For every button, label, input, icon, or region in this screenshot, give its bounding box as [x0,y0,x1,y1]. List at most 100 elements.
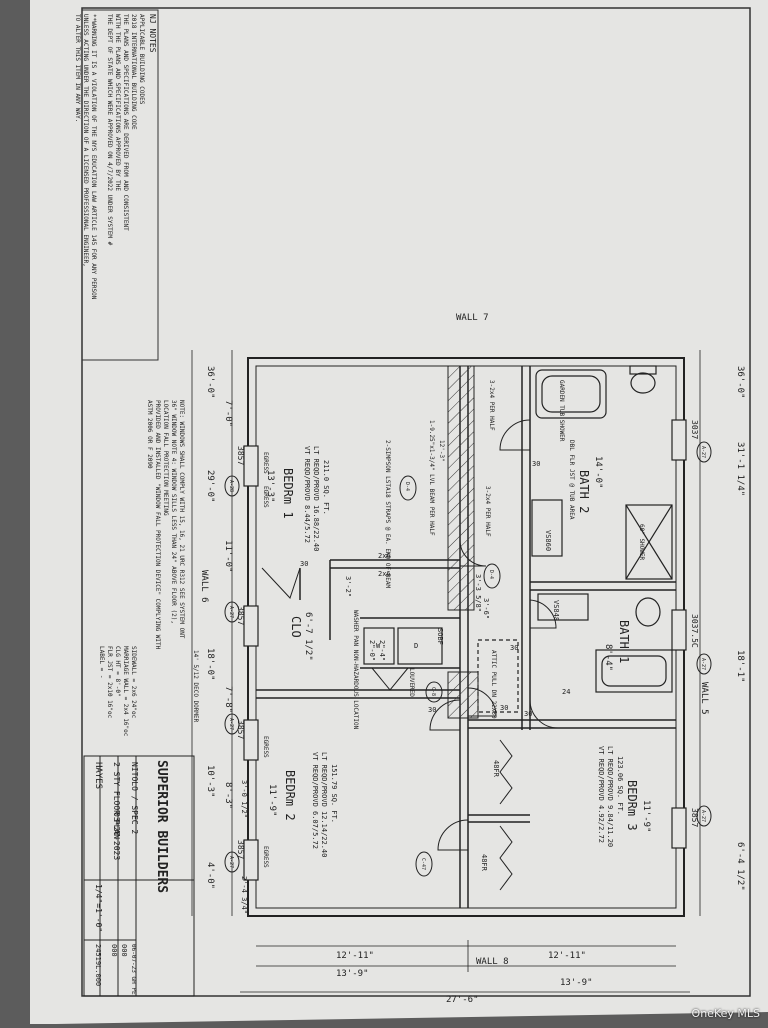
dims-left: 36'-0" 7'-0" 29'-0" 11'-0" 18'-0" 7'-8" … [205,366,233,889]
room-light: LT REQD/PROVD 16.88/22.40 [312,446,320,551]
title-block [83,755,195,997]
dim-label: 7'-0" [223,400,233,427]
window-note-line: LOCATION FALL PROTECTION MEETING [162,400,169,516]
wall-label-top: WALL 7 [456,313,489,323]
chase-hatch [447,671,479,719]
notes-line: 2018 INTERNATIONAL BUILDING CODE [130,14,137,130]
dims-bottom: 12'-11" 12'-11" 13'-9" 13'-9" 27'-6" [336,951,593,1005]
dim-label: 30 [300,560,308,568]
window-code: 3857 [236,840,245,859]
dim-label: 30 [532,460,540,468]
dim-label: 27'-6" [446,995,479,1005]
fixture-label: WASHER PAN NON-HAZARDOUS LOCATION [352,610,359,730]
egress-label: EGRESS [262,452,269,474]
spec-line: SIDEWALL = 2x6 24"oc [130,646,137,719]
dim-label: 11'-0" [223,540,233,573]
dim-label: 3'-2" [344,576,352,597]
room-label-bath1: BATH 1 [617,620,631,663]
title-block-text: SUPERIOR BUILDERS NITOLO / SPEC 2 2 STY … [93,760,169,995]
dim-label: 12'-11" [336,951,374,961]
window-note-line: ASTM 2006 OR F 2090 [146,400,153,469]
tag-label: A-27 [228,856,234,868]
dryer-mark: D [414,642,418,650]
dim-label: 30 [428,706,436,714]
garden-tub [535,369,607,419]
tag-label: A-27 [228,718,234,730]
window-note-line: 36" WINDOW NOTE 4: WINDOW SILLS LESS THA… [170,400,177,624]
sheet-name: 2 STY FLOOR PLAN [112,762,121,839]
dim-label: 30 [500,704,508,712]
dims-top: 36'-0" 31'-1 1/4" 18'-1" 6'-4 1/2" [735,366,745,891]
bifold-door [499,739,513,805]
room-size: 11'-9" [267,784,277,817]
notes-line: TO ALTER THIS ITEM IN ANY WAY. [74,14,81,122]
notes-line: APPLICABLE BUILDING CODES [138,14,145,105]
window-code: 3857 [690,808,699,827]
window-note-line: PROVIDED AND INSTALLED "WINDOW FALL PROT… [154,400,161,650]
dim-label: 24 [562,688,570,696]
dim-label: 18'-0" [205,648,215,681]
fixture-label: ATTIC PULL DN 22X30 [490,650,497,719]
dim-label: 29'-0" [205,470,215,503]
job-number: 24519L.000 [94,944,102,986]
dim-label: 36'-0" [735,366,745,399]
dim-label: 13'-9" [560,978,593,988]
window-note-line: NOTE: WINDOWS SHALL COMPLY WITH 15, 16, … [178,400,185,639]
misc-dims: 3'-2" 3'-3 5/8" 3'-6" 3'-0 1/2" 2'-4 3/4… [240,460,570,914]
notes-line: THE DEPT OF STATE WHICH WERE APPROVED ON… [106,14,113,246]
notes-heading: NJ NOTES [148,14,157,53]
fixture-label: DBL FLR JST @ TUB AREA [568,440,575,520]
room-size: 6'-7 1/2" [303,612,313,661]
egress-label: EGRESS [262,846,269,868]
room-area: 123.06 SQ. FT. [616,756,624,815]
beam-note: 1-9.25"x1-3/4" LVL BEAM PER HALF [428,420,435,536]
notes-line: **WARNING IT IS A VIOLATION OF THE NYS E… [90,14,97,300]
bathtub [595,649,673,693]
tag-label: A-27 [700,658,706,670]
dim-label: 6'-4 1/2" [735,842,745,891]
tag-texts: A-27 A-27 A-28 A-27 A-27 A-27 A-27 D-4 D… [228,446,706,870]
shower-stall [625,504,673,580]
room-light: LT REQD/PROVD 9.84/11.20 [606,746,614,847]
wall-label-left: WALL 6 [199,570,209,603]
fixture-label: LOUVERED [408,668,415,697]
dim-label: 48FR [492,760,500,778]
project-name: NITOLO / SPEC 2 [130,762,139,834]
room-area: 151.79 SQ. FT. [330,764,338,823]
fixture-label: 14' 5/12 DECO DORMER [192,650,199,723]
tag-label: D-4 [488,570,494,579]
client-name: HAYES [93,762,103,789]
dryer [397,627,443,665]
vanity-bath1 [537,593,589,621]
window-code: 3037.5C [690,614,699,648]
dim-label: 10'-3" [205,765,215,798]
framing-specs: SIDEWALL = 2x6 24"oc MARRIAGE WALL = 2x4… [98,646,137,737]
drawing-date: 03-20-2023 [112,812,121,860]
scale: 1/4"=1'-0" [94,884,103,932]
wall-labels: WALL 7 WALL 6 WALL 5 WALL 8 [199,313,709,967]
dim-label: 13'-9" [336,969,369,979]
window-code: 3037 [690,420,699,439]
door-swings [261,419,559,851]
spec-line: FLR JST = 2x10 16"oc [106,646,113,719]
window-code: 3857 [236,720,245,739]
dim-label: 12'-11" [548,951,586,961]
beam-note: 3-2x4 PER HALF [484,486,491,537]
washer [363,627,395,665]
dim-label: 3'-0 1/2" [240,780,248,818]
beam-note: 3-2x4 PER HALF [488,380,495,431]
room-label-bedrm3: BEDRm 3 [625,780,639,831]
toilet-bath1 [635,597,661,627]
window-code: 3857 [236,446,245,465]
tag-label: A-27 [228,606,234,618]
room-size: 8'-4" [603,644,613,671]
notes-line: WITH THE PLANS AND SPECIFICATIONS APPROV… [114,14,121,191]
fixture-label: 60" SHOWER [638,524,645,561]
dim-label: SOBF [436,628,444,645]
tag-label: C-8 [430,687,436,696]
beam-note: 12'-3" [438,440,445,462]
room-size: 14'-0" [593,456,603,489]
room-vent: VT REQD/PROVD 4.92/2.72 [597,746,605,843]
window-note: NOTE: WINDOWS SHALL COMPLY WITH 15, 16, … [146,400,185,650]
dim-label: 31'-1 1/4" [735,442,745,496]
